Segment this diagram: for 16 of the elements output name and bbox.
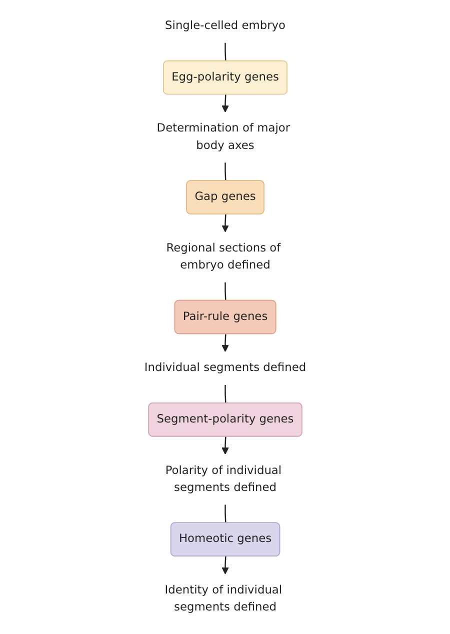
node-text: Polarity of individual segments defined xyxy=(165,464,282,494)
connector xyxy=(224,42,226,62)
connector xyxy=(224,162,226,181)
arrow xyxy=(221,214,229,232)
arrow xyxy=(221,94,229,112)
connector xyxy=(224,282,226,301)
node-text: Identity of individual segments defined xyxy=(164,584,282,614)
arrow xyxy=(221,436,229,455)
connector xyxy=(224,504,226,524)
node-text: Individual segments defined xyxy=(144,361,306,374)
arrow xyxy=(221,556,229,574)
node-text: Determination of major body axes xyxy=(156,122,290,152)
node-text: Single-celled embryo xyxy=(164,19,286,32)
node-text: Regional sections of embryo defined xyxy=(166,242,280,272)
connector xyxy=(224,385,226,404)
arrow xyxy=(221,334,229,352)
